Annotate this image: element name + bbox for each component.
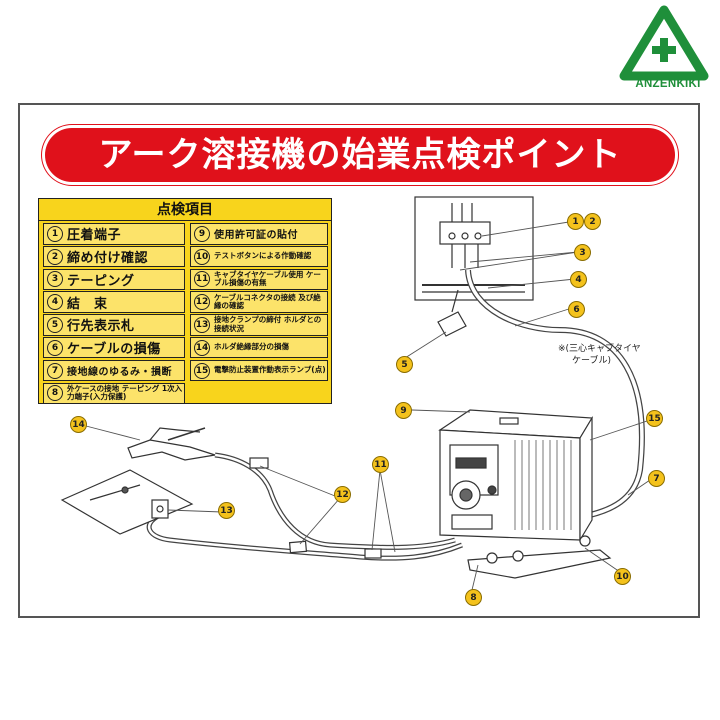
earth-clamp [151, 499, 169, 519]
cable-note-line: ※(三心キャブタイヤ [558, 344, 641, 354]
work-plate [60, 469, 194, 535]
anzenkiki-logo [619, 5, 709, 81]
item-label: 電撃防止装置作動表示ランプ(点) [214, 365, 326, 375]
item-number: 2 [47, 248, 63, 265]
checklist-item: 9 使用許可証の貼付 [190, 223, 328, 245]
callout-marker: 10 [614, 568, 631, 585]
electrode-holder [127, 439, 216, 461]
switch-box [414, 196, 534, 301]
item-number: 5 [47, 316, 63, 333]
checklist-item: 10 テストボタンによる作動確認 [190, 245, 328, 268]
item-label: 結 束 [67, 296, 108, 312]
item-number: 13 [194, 316, 210, 333]
item-label: 接地線のゆるみ・損断 [67, 367, 172, 379]
item-number: 3 [47, 271, 63, 288]
callout-marker: 6 [568, 301, 585, 318]
item-number: 11 [194, 271, 210, 288]
item-number: 6 [47, 339, 63, 356]
item-label: 締め付け確認 [67, 251, 149, 267]
item-label: 接地クランプの締付 ホルダとの接続状況 [214, 315, 322, 333]
item-label: 使用許可証の貼付 [214, 230, 298, 242]
brand-name: ANZENKIKI [635, 78, 701, 90]
checklist-item: 7 接地線のゆるみ・損断 [43, 359, 185, 382]
title-banner [42, 125, 678, 185]
item-number: 9 [194, 225, 210, 242]
callout-marker: 15 [646, 410, 663, 427]
item-label: ケーブルコネクタの接続 及び絶縁の確認 [214, 292, 321, 311]
callout-marker: 9 [395, 402, 412, 419]
item-label: ホルダ絶縁部分の損傷 [214, 342, 289, 352]
callout-marker: 14 [70, 416, 87, 433]
sign-title: アーク溶接機の始業点検ポイント [98, 135, 622, 175]
callout-marker: 2 [584, 213, 601, 230]
callout-marker: 12 [334, 486, 351, 503]
checklist-header: 点検項目 [39, 199, 331, 221]
item-number: 1 [47, 225, 63, 242]
item-label: キャブタイヤケーブル使用 ケーブル損傷の有無 [214, 269, 321, 288]
cable-note-line: ケーブル) [572, 356, 611, 366]
item-label: 外ケースの接地 テーピング 1次入力端子(入力保護) [67, 383, 183, 402]
item-number: 7 [47, 362, 63, 379]
callout-marker: 3 [574, 244, 591, 261]
callout-marker: 5 [396, 356, 413, 373]
item-label: テーピング [67, 273, 135, 289]
destination-tag [437, 311, 467, 337]
item-label: ケーブルの損傷 [67, 342, 161, 358]
callout-marker: 4 [570, 271, 587, 288]
item-number: 15 [194, 362, 210, 379]
item-number: 14 [194, 339, 210, 356]
item-number: 8 [47, 385, 63, 402]
checklist-item: 15 電撃防止装置作動表示ランプ(点) [190, 359, 328, 382]
item-label: 圧着端子 [67, 228, 122, 244]
machine-side [579, 415, 593, 543]
item-label: テストボタンによる作動確認 [214, 251, 312, 261]
callout-marker: 7 [648, 470, 665, 487]
checklist-item: 14 ホルダ絶縁部分の損傷 [190, 336, 328, 359]
item-number: 4 [47, 294, 63, 311]
cable-note: ※(三心キャブタイヤ ケーブル) [558, 343, 641, 367]
callout-marker: 1 [567, 213, 584, 230]
callout-marker: 8 [465, 589, 482, 606]
callout-marker: 11 [372, 456, 389, 473]
callout-marker: 13 [218, 502, 235, 519]
item-number: 12 [194, 294, 210, 311]
item-number: 10 [194, 248, 210, 265]
item-label: 行先表示札 [67, 319, 135, 335]
